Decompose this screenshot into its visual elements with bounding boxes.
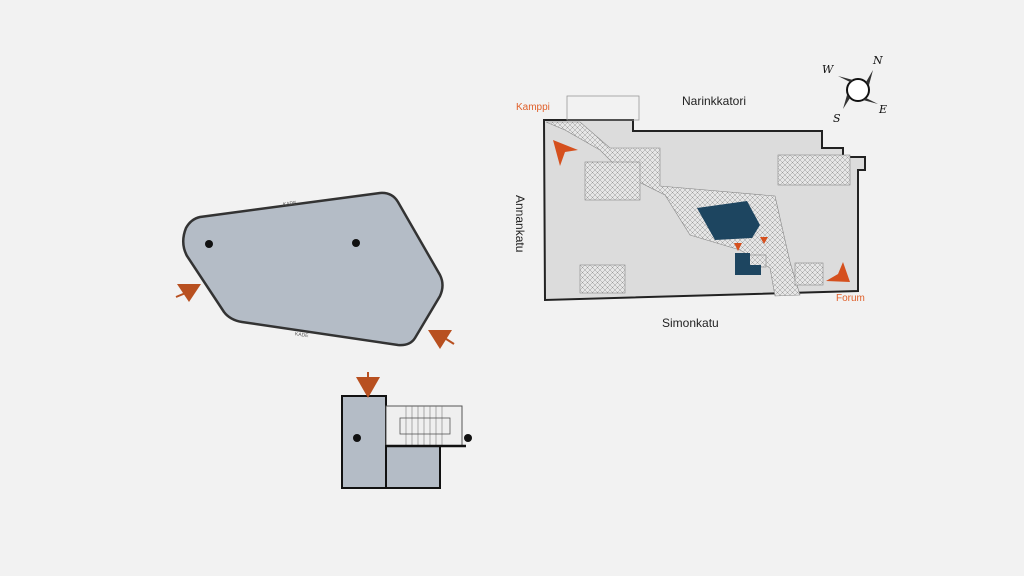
compass-s: S [833, 112, 841, 125]
arrow-kamppi-icon [553, 140, 578, 166]
compass-rose-icon [838, 70, 878, 109]
arrow-entrance-east-icon [428, 330, 452, 349]
stairs-block [584, 161, 641, 201]
dark-room-2 [735, 265, 761, 275]
compass-n: N [872, 54, 883, 67]
north-annex [566, 95, 640, 121]
arrow-small-2-icon [760, 237, 768, 244]
kade-room-outline [182, 191, 444, 347]
stair-plan-outer [341, 395, 387, 489]
service-block-southwest [579, 264, 626, 294]
kade-label-top: KADE [283, 200, 298, 208]
arrow-entrance-north-icon [356, 377, 380, 398]
column-dot [352, 239, 360, 247]
stair-plan [341, 372, 472, 489]
column-dot [205, 240, 213, 248]
column-dot [464, 434, 472, 442]
compass-w: W [822, 63, 835, 76]
kade-room [175, 191, 455, 349]
entrance-label-forum: Forum [836, 293, 865, 304]
compass-e: E [878, 103, 887, 116]
kade-label-bottom: KADE [294, 331, 309, 339]
arrow-entrance-west-icon [177, 284, 201, 302]
service-block-southeast [794, 262, 824, 286]
street-label-north: Narinkkatori [682, 94, 746, 108]
arrow-small-1-icon [734, 243, 742, 251]
service-block-east [777, 154, 851, 186]
column-dot [353, 434, 361, 442]
entrance-label-kamppi: Kamppi [516, 102, 550, 113]
pool [697, 201, 760, 240]
arrow-forum-icon [826, 262, 850, 282]
main-floor-plan [542, 95, 866, 302]
street-label-west: Annankatu [513, 195, 527, 252]
street-label-south: Simonkatu [662, 316, 719, 330]
